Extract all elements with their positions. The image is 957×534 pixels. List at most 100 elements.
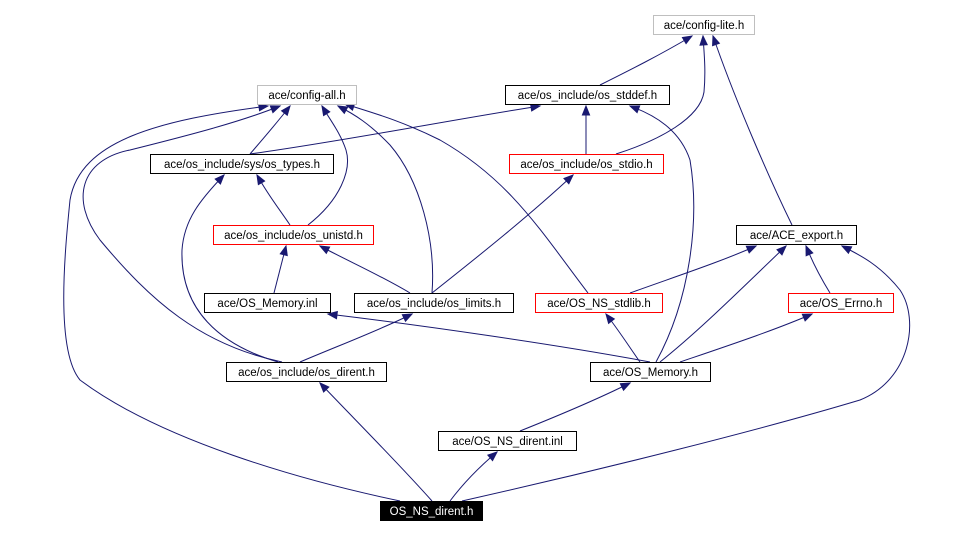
arrowhead (619, 382, 632, 392)
node-os-limits[interactable]: ace/os_include/os_limits.h (354, 293, 514, 313)
edge-os_dirent-to-sys_types (181, 174, 279, 363)
arrowhead (745, 245, 758, 254)
edge-os_stddef-to-config_lite (599, 35, 694, 86)
edge-os_ns_dirent_inl-to-os_memory_h (519, 382, 632, 432)
node-box (257, 85, 357, 105)
node-os-stdio[interactable]: ace/os_include/os_stdio.h (509, 154, 664, 174)
node-box (226, 362, 387, 382)
node-label: ace/OS_Errno.h (800, 298, 882, 310)
node-box (590, 362, 711, 382)
arrowhead (336, 105, 349, 115)
arrowhead (280, 104, 291, 117)
node-box (535, 293, 663, 313)
edge-line (344, 103, 589, 294)
arrowhead (801, 313, 814, 322)
node-root: OS_NS_dirent.h (380, 501, 483, 521)
edge-line (319, 245, 411, 294)
arrowhead (681, 35, 694, 45)
node-label: ace/OS_Memory.inl (217, 298, 317, 310)
node-box (736, 225, 857, 245)
node-box (788, 293, 894, 313)
node-box (213, 225, 374, 245)
node-os-errno[interactable]: ace/OS_Errno.h (788, 293, 894, 313)
arrowhead (581, 104, 591, 116)
node-sys-types[interactable]: ace/os_include/sys/os_types.h (150, 154, 334, 174)
node-box (354, 293, 514, 313)
arrowhead (605, 312, 616, 325)
arrowhead (256, 173, 266, 186)
arrowhead (326, 310, 338, 320)
node-os-unistd[interactable]: ace/os_include/os_unistd.h (213, 225, 374, 245)
edge-line (712, 35, 793, 226)
arrowhead (486, 451, 499, 462)
node-label: ace/config-all.h (268, 90, 345, 102)
arrowhead (269, 105, 282, 114)
edge-line (249, 105, 541, 155)
nodes-layer: ace/config-lite.h ace/config-all.h ace/os_… (150, 15, 894, 521)
edge-line (679, 313, 813, 363)
arrowhead (563, 174, 574, 185)
edge-line (615, 35, 706, 155)
edge-os_memory_h-to-os_errno (679, 313, 814, 363)
node-label: ace/OS_NS_stdlib.h (547, 298, 651, 310)
edge-os_limits-to-os_stdio (431, 174, 574, 294)
edge-ace_export-to-config_lite (712, 34, 793, 226)
node-label: ace/config-lite.h (664, 20, 745, 32)
node-os-stddef[interactable]: ace/os_include/os_stddef.h (505, 85, 670, 105)
edge-line (307, 105, 348, 226)
edge-line (63, 105, 401, 502)
node-os-ns-dirent-inl[interactable]: ace/OS_NS_dirent.inl (438, 431, 577, 451)
arrowhead (401, 313, 414, 323)
node-os-dirent[interactable]: ace/os_include/os_dirent.h (226, 362, 387, 382)
edge-line (659, 245, 787, 363)
arrowhead (321, 104, 331, 117)
arrowhead (699, 34, 708, 46)
edge-os_limits-to-os_unistd (318, 245, 411, 294)
node-label: ace/os_include/os_stdio.h (520, 159, 652, 171)
arrowhead (628, 105, 641, 114)
edge-line (629, 245, 757, 294)
node-label: ace/ACE_export.h (750, 230, 843, 242)
node-label: ace/os_include/os_dirent.h (238, 367, 375, 379)
node-ace-export[interactable]: ace/ACE_export.h (736, 225, 857, 245)
edge-os_dirent-to-os_limits (299, 313, 414, 363)
arrowhead (318, 245, 331, 255)
arrowhead (805, 244, 814, 257)
node-label: ace/OS_NS_dirent.inl (452, 436, 563, 448)
edge-line (82, 105, 283, 363)
edge-root-to-ace_export (461, 245, 911, 502)
edge-line (299, 313, 413, 363)
node-label: ace/os_include/sys/os_types.h (164, 159, 320, 171)
node-config-all[interactable]: ace/config-all.h (257, 85, 357, 105)
node-label: ace/OS_Memory.h (603, 367, 698, 379)
edge-line (337, 105, 434, 294)
edge-line (431, 174, 574, 294)
edge-os_dirent-to-config_all (82, 105, 283, 363)
node-label: OS_NS_dirent.h (390, 506, 474, 518)
edge-os_limits-to-config_all (336, 105, 434, 294)
edge-os_stdio-to-config_lite (615, 34, 708, 155)
node-box (509, 154, 664, 174)
node-os-memory-inl[interactable]: ace/OS_Memory.inl (204, 293, 331, 313)
edge-sys_types-to-config_all (249, 104, 291, 155)
edge-os_memory_h-to-ace_export (659, 245, 787, 363)
edge-os_memory_h-to-os_ns_stdlib (605, 312, 641, 363)
edge-line (319, 382, 433, 502)
edge-os_unistd-to-sys_types (256, 173, 291, 226)
node-os-memory-h[interactable]: ace/OS_Memory.h (590, 362, 711, 382)
edge-os_stdio-to-os_stddef (581, 104, 591, 154)
edge-os_memory_inl-to-os_unistd (273, 244, 288, 294)
edge-line (519, 382, 631, 432)
node-label: ace/os_include/os_stddef.h (518, 90, 657, 102)
node-os-ns-stdlib[interactable]: ace/OS_NS_stdlib.h (535, 293, 663, 313)
arrowhead (776, 245, 787, 256)
node-config-lite[interactable]: ace/config-lite.h (653, 15, 755, 35)
arrowhead (279, 244, 288, 257)
edge-root-to-os_ns_dirent_inl (449, 451, 499, 502)
edge-line (449, 451, 498, 502)
edge-root-to-os_dirent (319, 382, 433, 502)
node-box (150, 154, 334, 174)
arrowhead (319, 382, 330, 393)
edge-line (599, 35, 693, 86)
edge-line (461, 245, 911, 502)
